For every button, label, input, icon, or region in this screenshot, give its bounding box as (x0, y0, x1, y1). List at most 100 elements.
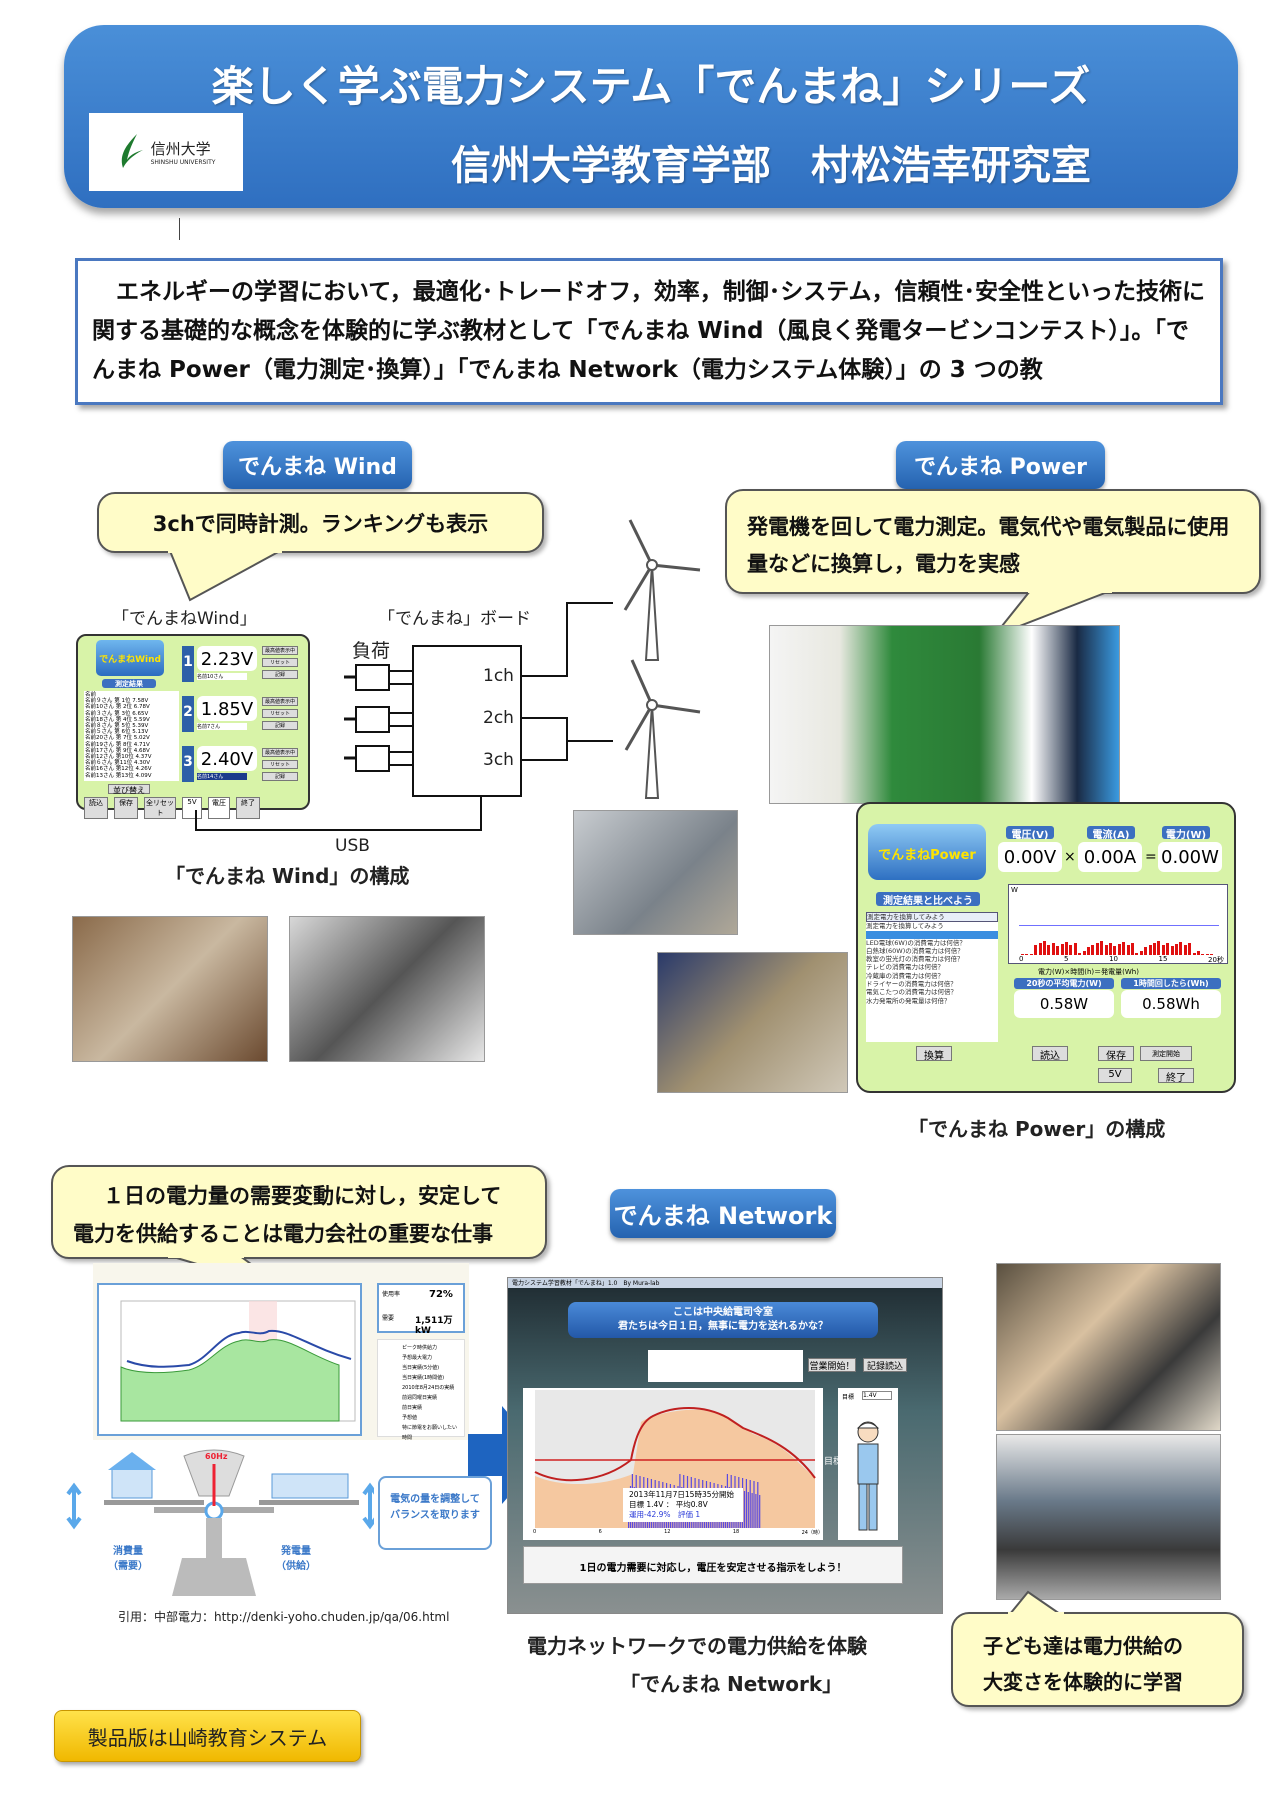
list-item[interactable]: 電気こたつの消費電力は何倍？ (866, 988, 957, 997)
tick: 0 (533, 1529, 537, 1535)
load-button[interactable]: 読込 (1032, 1046, 1068, 1062)
compare-button[interactable]: 測定結果と比べよう (876, 892, 980, 907)
range-select[interactable]: 5V (182, 797, 202, 819)
tick: 6 (598, 1529, 602, 1535)
list-item: 名前９さん 第 1位 7.58V (85, 698, 149, 705)
result-line: 目標 1.4V ： 平均0.8V (629, 1500, 708, 1509)
logo-text: 信州大学 (150, 140, 211, 158)
bubble-line: 大変さを体験的に学習 (983, 1670, 1183, 1694)
times-sign: × (1064, 849, 1076, 865)
power-bar (1148, 945, 1152, 955)
list-item-selected[interactable] (866, 930, 998, 939)
network-app-screen: 電力システム学習教材「でんまね」1.0 By Mura-lab ここは中央給電司… (507, 1277, 943, 1614)
save-button[interactable]: 保存 (1098, 1046, 1134, 1062)
power-app-logo: でんまねPower (868, 824, 986, 880)
tick: 15 (1158, 955, 1168, 963)
exit-button[interactable]: 終了 (236, 797, 260, 819)
range-select[interactable]: 5V (1098, 1068, 1132, 1083)
results-button[interactable]: 測定結果 (102, 679, 156, 688)
max-display-button[interactable]: 最高値表示中 (262, 697, 298, 706)
bubble-tail (990, 590, 1112, 639)
supply-chart: 2013年11月7日15時35分開始 目標 1.4V ： 平均0.8V 運用-4… (523, 1388, 823, 1540)
channel-name-select[interactable]: 名前7さん (197, 723, 247, 730)
voltage-bar (757, 1482, 759, 1528)
bubble-line: １日の電力量の需要変動に対し，安定して (103, 1184, 502, 1208)
load-record-button[interactable]: 記録読込 (863, 1358, 907, 1372)
record-button[interactable]: 記録 (262, 670, 298, 679)
start-measure-button[interactable]: 測定開始 (1140, 1046, 1192, 1061)
reset-button[interactable]: リセット (262, 658, 298, 667)
list-item[interactable]: 水力発電所の発電量は何倍？ (866, 996, 951, 1005)
frequency-label: 60Hz (205, 1452, 228, 1461)
target-select[interactable]: 1.4V (862, 1391, 892, 1400)
classroom-students-photo (996, 1434, 1221, 1600)
ranking-list[interactable]: 名前 名前９さん 第 1位 7.58V 名前10さん 第 2位 6.78V 名前… (84, 691, 179, 781)
conversion-list[interactable]: 測定電力を換算してみよう 測定電力を換算してみよう LED電球(6W)の消費電力… (866, 912, 998, 1042)
convert-button[interactable]: 換算 (916, 1046, 952, 1062)
tick: 12 (664, 1529, 671, 1535)
power-bar (1029, 954, 1033, 955)
mode-select[interactable]: 電圧 (208, 797, 230, 819)
voltage-bar (745, 1479, 747, 1528)
channel-voltage: 1.85V (197, 696, 257, 721)
power-bar (1161, 945, 1165, 955)
save-button[interactable]: 保存 (114, 797, 138, 819)
generation-sub: （供給） (276, 1561, 316, 1572)
power-bar (1078, 953, 1082, 955)
list-item[interactable]: 冷蔵庫の消費電力は何倍？ (866, 971, 944, 980)
list-item[interactable]: 白熱球(60W)の消費電力は何倍？ (866, 946, 964, 955)
list-item[interactable]: LED電球(6W)の消費電力は何倍？ (866, 938, 966, 947)
channel-name-select[interactable]: 名前14さん (197, 773, 247, 780)
list-item[interactable]: 測定電力を換算してみよう (866, 922, 944, 931)
network-banner: ここは中央給電司令室君たちは今日１日，無事に電力を送れるかな？ (568, 1302, 878, 1338)
result-box: 2013年11月7日15時35分開始 目標 1.4V ： 平均0.8V 運用-4… (623, 1488, 743, 1522)
load-button[interactable]: 読込 (84, 797, 108, 819)
network-speech-bubble: １日の電力量の需要変動に対し，安定して 電力を供給することは電力会社の重要な仕事 (51, 1165, 547, 1259)
power-bar (1104, 945, 1108, 955)
record-button[interactable]: 記録 (262, 721, 298, 730)
power-bar (1025, 954, 1029, 955)
text-cursor (179, 218, 180, 240)
power-bar (1082, 951, 1086, 955)
classroom-photo (657, 952, 848, 1093)
list-item: 名前13さん 第13位 4.09V (85, 772, 152, 779)
reset-all-button[interactable]: 全リセット (144, 797, 176, 819)
chart-axis-label: W (1011, 886, 1018, 894)
power-bar (1091, 945, 1095, 955)
legend-item: 2010年8月24日の実績 (402, 1385, 455, 1391)
channel-1-label: 1ch (483, 666, 514, 686)
list-item: 名前17さん 第 9位 4.68V (85, 747, 150, 754)
reset-button[interactable]: リセット (262, 709, 298, 718)
power-bar (1153, 943, 1156, 955)
sort-button[interactable]: 並び替え (108, 784, 150, 795)
current-head: 電流(A) (1087, 826, 1135, 841)
consumption-sub: （需要） (108, 1561, 148, 1572)
exit-button[interactable]: 終了 (1158, 1068, 1194, 1084)
tick: 0 (1019, 955, 1024, 963)
wind-turbine-icon (623, 519, 701, 799)
start-business-button[interactable]: 営業開始！ (808, 1358, 856, 1372)
power-speech-bubble: 発電機を回して電力測定。電気代や電気製品に使用量などに換算し，電力を実感 (725, 489, 1261, 594)
reset-button[interactable]: リセット (262, 760, 298, 769)
network-caption-2: 「でんまね Network」 (620, 1672, 843, 1696)
channel-name-select[interactable]: 名前10さん (197, 673, 247, 680)
max-display-button[interactable]: 最高値表示中 (262, 748, 298, 757)
channel-number: 2 (182, 696, 194, 732)
conversion-select[interactable]: 測定電力を換算してみよう (866, 912, 998, 923)
page-title: 楽しく学ぶ電力システム「でんまね」シリーズ (211, 62, 1091, 111)
page-subtitle: 信州大学教育学部 村松浩幸研究室 (451, 143, 1091, 189)
voltage-bar (755, 1494, 757, 1528)
product-version-button[interactable]: 製品版は山崎教育システム (54, 1710, 361, 1762)
power-bar (1175, 944, 1178, 955)
list-item[interactable]: テレビの消費電力は何倍？ (866, 963, 944, 972)
list-item[interactable]: 教室の蛍光灯の消費電力は何倍？ (866, 955, 964, 964)
power-bar (1183, 945, 1187, 955)
power-bar (1122, 942, 1126, 955)
list-item[interactable]: ドライヤーの消費電力は何倍？ (866, 980, 957, 989)
result-line: 運用-42.9% 評価 1 (629, 1510, 701, 1519)
record-button[interactable]: 記録 (262, 772, 298, 781)
chart-legend: ピーク時供給力 予想最大電力 当日実績(5分値) 当日実績(1時間値) 2010… (377, 1339, 465, 1441)
power-bar (1056, 946, 1060, 955)
max-display-button[interactable]: 最高値表示中 (262, 646, 298, 655)
voltage-value: 0.00V (998, 842, 1062, 872)
